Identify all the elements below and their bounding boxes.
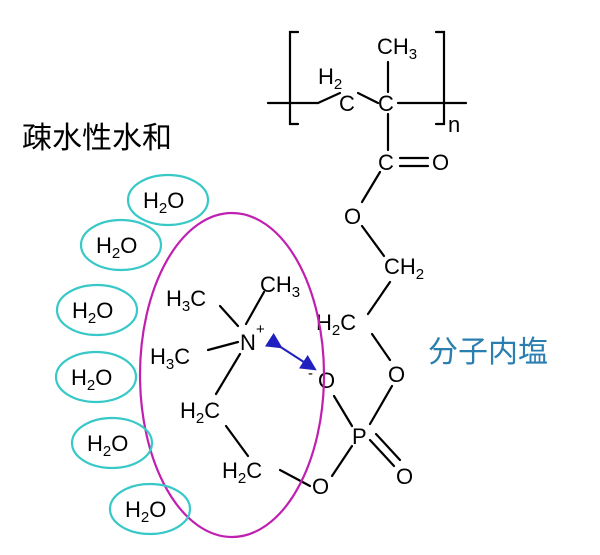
ester-o-label: O [344, 204, 361, 229]
methyl-label: CH3 [377, 34, 417, 63]
h2c-choline-lower-label: H2C [222, 458, 262, 487]
svg-text:H2O: H2O [72, 298, 113, 327]
water-molecule: H2O [108, 482, 192, 536]
n-methyl-lower-label: H3C [150, 344, 190, 373]
svg-text:H2O: H2O [71, 365, 112, 394]
repeat-n-label: n [448, 112, 460, 137]
water-molecule: H2O [55, 283, 139, 337]
nitrogen-label: N [240, 330, 256, 355]
backbone-bond [316, 91, 342, 105]
choline-bond [278, 468, 312, 488]
ch2-h-label: H2 [318, 64, 342, 93]
n-methyl-bond [206, 340, 240, 352]
n-methyl-bond [244, 290, 266, 326]
inner-salt-ellipse [138, 211, 326, 539]
water-molecule: H2O [79, 218, 163, 272]
phosphate-o-lower-label: O [312, 474, 329, 499]
svg-text:H2O: H2O [125, 497, 166, 526]
backbone-bond [356, 91, 380, 105]
n-methyl-bond [218, 304, 240, 328]
phosphate-bond [368, 384, 394, 426]
ethyl-bond [366, 280, 392, 316]
ethyl-bond [360, 224, 386, 258]
phosphate-bond [330, 444, 354, 478]
phosphate-double-bond [368, 438, 396, 468]
inner-salt-label: 分子内塩 [428, 335, 548, 370]
left-bracket [288, 30, 300, 126]
n-methyl-top-label: CH3 [260, 272, 300, 301]
phosphate-o-double-label: O [396, 464, 413, 489]
n-methyl-left-label: H3C [166, 286, 206, 315]
phosphate-o-right-label: O [388, 362, 405, 387]
phosphate-double-bond [374, 432, 402, 462]
carbonyl-c-label: C [378, 150, 394, 175]
minus-label: - [308, 365, 313, 382]
ester-bond [360, 170, 382, 204]
choline-bond [224, 424, 250, 458]
quaternary-c-label: C [378, 91, 394, 116]
svg-text:H2O: H2O [143, 188, 184, 217]
right-bracket [434, 30, 446, 126]
plus-label: + [256, 321, 265, 338]
ionic-interaction-arrow [264, 332, 317, 371]
carbonyl-o-label: O [432, 150, 449, 175]
svg-text:H2O: H2O [96, 233, 137, 262]
water-molecule: H2O [126, 173, 210, 227]
hydrophobic-hydration-label: 疎水性水和 [22, 121, 172, 156]
choline-bond [214, 352, 242, 396]
ch2-upper-label: CH2 [384, 254, 424, 283]
phosphate-bond [332, 394, 354, 428]
ethyl-bond [370, 332, 392, 362]
water-molecule: H2O [70, 416, 154, 470]
h2c-choline-upper-label: H2C [180, 398, 220, 427]
water-molecule: H2O [54, 350, 138, 404]
ch2-c-label: C [339, 91, 355, 116]
svg-text:H2O: H2O [87, 431, 128, 460]
phosphorus-label: P [352, 424, 367, 449]
phosphate-o-minus-label: O [318, 368, 335, 393]
